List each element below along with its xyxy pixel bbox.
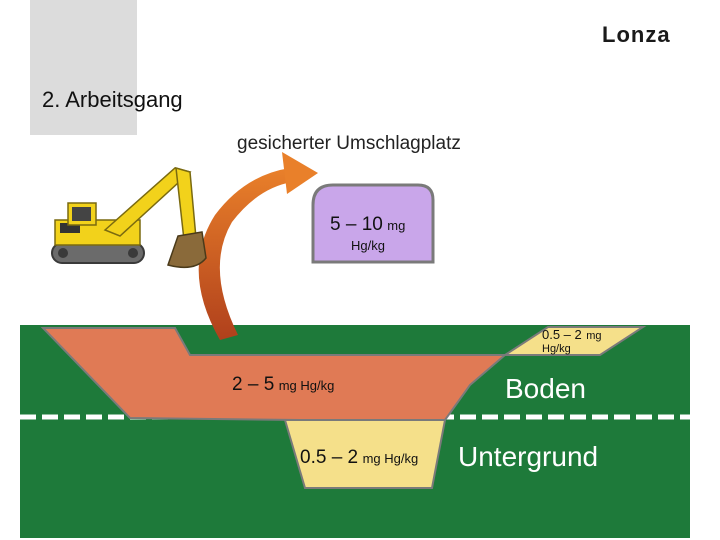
pit-lower-layer — [283, 419, 447, 489]
slope-layer — [501, 326, 647, 356]
transfer-arrow-icon — [198, 152, 318, 340]
pile-unit-2: Hg/kg — [351, 238, 385, 253]
slope-unit-2: Hg/kg — [542, 343, 571, 355]
slope-value: 0.5 – 2 — [542, 327, 582, 342]
lower-layer-value: 0.5 – 2 — [300, 447, 359, 468]
storage-pile — [311, 183, 435, 264]
untergrund-label: Untergrund — [458, 441, 599, 472]
subtitle: gesicherter Umschlagplatz — [237, 133, 461, 154]
pile-label: 5 – 10 mg — [330, 214, 405, 236]
slope-label: 0.5 – 2 mg — [542, 326, 602, 344]
pile-value: 5 – 10 — [330, 214, 383, 235]
gray-accent-block — [30, 0, 137, 135]
pit-upper-layer — [40, 327, 508, 421]
upper-layer-label: 2 – 5 mg Hg/kg — [232, 374, 334, 396]
lower-layer-unit: mg Hg/kg — [362, 451, 419, 466]
upper-layer-unit: mg Hg/kg — [278, 378, 335, 393]
lonza-logo: Lonza — [602, 22, 671, 47]
lower-layer-label: 0.5 – 2 mg Hg/kg — [300, 447, 418, 469]
slope-unit-1: mg — [586, 330, 602, 342]
excavator-icon — [51, 166, 207, 269]
page-title: 2. Arbeitsgang — [42, 87, 183, 112]
boden-label: Boden — [505, 373, 586, 404]
upper-layer-value: 2 – 5 — [232, 374, 275, 395]
pile-unit-1: mg — [387, 218, 406, 233]
